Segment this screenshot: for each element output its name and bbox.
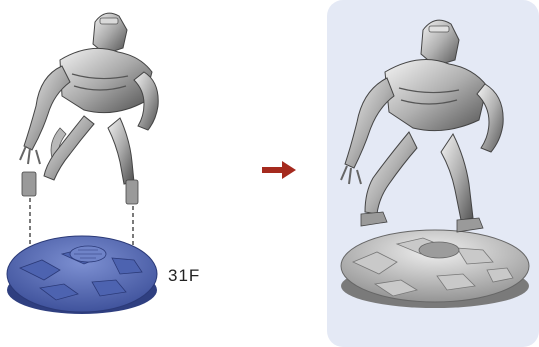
right-arrow-icon xyxy=(260,158,300,182)
robot-figure-left xyxy=(20,13,158,204)
unassembled-view xyxy=(0,0,240,347)
assembled-view xyxy=(327,0,539,347)
unassembled-figure xyxy=(0,0,240,347)
assembled-figure xyxy=(327,0,539,347)
robot-figure-right xyxy=(341,20,503,232)
part-label: 31F xyxy=(168,266,200,286)
round-stone-base-grey xyxy=(341,230,529,308)
round-stone-base-blue xyxy=(7,236,157,314)
